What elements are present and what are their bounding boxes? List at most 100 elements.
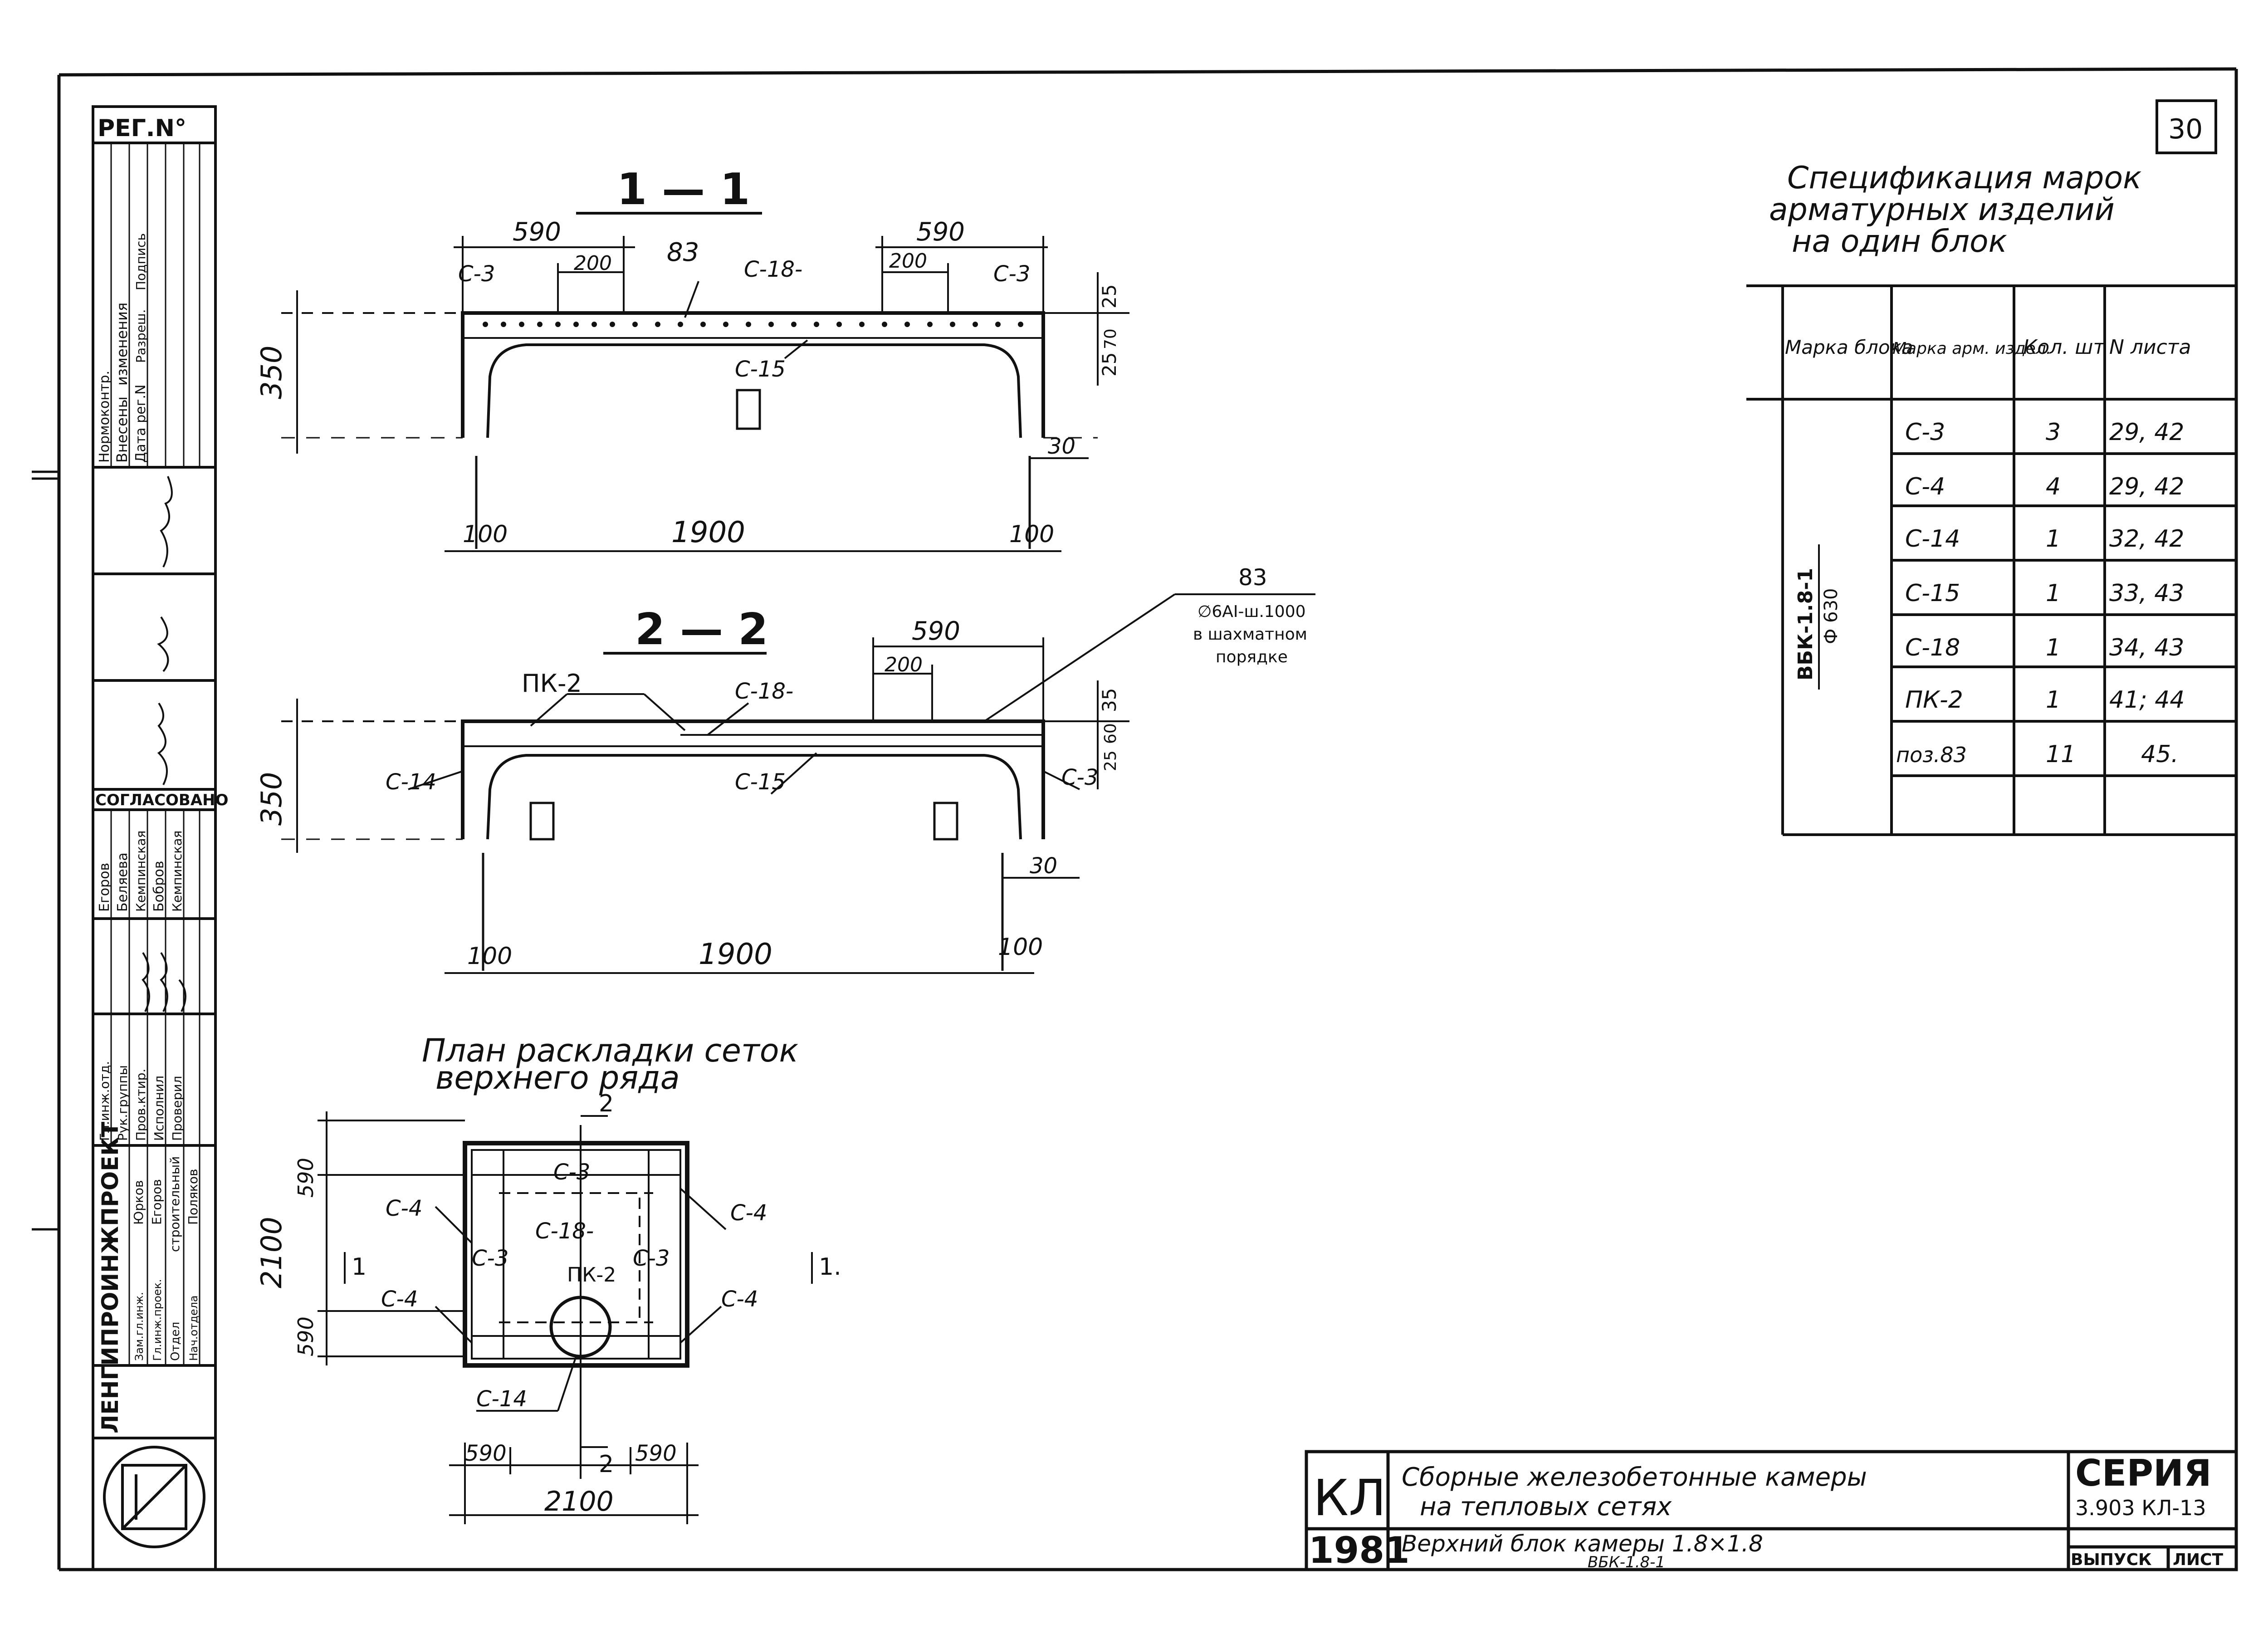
spec-title-2: арматурных изделий <box>1769 192 2115 228</box>
dim-right-25: 25 <box>1101 750 1120 771</box>
title-block: КЛ 1981 Сборные железобетонные камеры на… <box>1305 1450 2238 1571</box>
spec-row-1-mark: С-3 <box>1905 419 1945 446</box>
spec-row-6-mark: ПК-2 <box>1905 686 1963 714</box>
offset-30: 30 <box>1030 853 1057 879</box>
cut-label-left: 1 <box>352 1253 367 1281</box>
dim-100-right: 100 <box>998 934 1043 961</box>
left-stamp-strip: РЕГ.N° Нормоконтр. Внесены Дата рег.N из… <box>92 105 229 1571</box>
changes-header-3: Дата рег.N <box>133 385 149 463</box>
label-c15: С-15 <box>735 769 786 795</box>
plan-label-c3-left: С-3 <box>472 1246 508 1271</box>
tb-year: 1981 <box>1309 1529 1410 1571</box>
cut-label-bottom: 2 <box>599 1451 614 1478</box>
spec-row-3-mark: С-14 <box>1905 525 1960 553</box>
plan-dim-590-bottom: 590 <box>293 1316 318 1356</box>
dept-name-4: Поляков <box>186 1169 200 1225</box>
dept-name-3: строительный <box>167 1156 182 1252</box>
dim-right-25b: 25 <box>1098 352 1120 377</box>
dept-name-2: Егоров <box>149 1179 164 1225</box>
tb-sheet-label: ЛИСТ <box>2173 1551 2223 1569</box>
tick-marks <box>32 470 59 1231</box>
spec-row-3-sheets: 32, 42 <box>2109 525 2184 553</box>
cut-label-top: 2 <box>599 1090 614 1117</box>
changes-header-4: изменения <box>113 303 131 386</box>
role-3: Пров.ктир. <box>133 1069 148 1141</box>
approver-1: Егоров <box>97 863 112 912</box>
dim-right-35: 35 <box>1098 688 1120 712</box>
dim-1900: 1900 <box>671 516 745 549</box>
spec-row-2-sheets: 29, 42 <box>2109 473 2184 500</box>
spec-row-7-qty: 11 <box>2046 741 2076 768</box>
height-350: 350 <box>255 346 288 399</box>
plan-layout: План раскладки сеток верхнего ряда <box>255 1032 841 1524</box>
approver-5: Кемпинская <box>170 831 185 912</box>
label-c15: С-15 <box>735 357 786 382</box>
tb-subtitle-2: ВБК-1.8-1 <box>1588 1553 1665 1571</box>
spec-header-sheets: N листа <box>2109 336 2191 359</box>
plan-label-c18: С-18- <box>535 1218 594 1244</box>
rebar-dots-1 <box>483 322 1023 327</box>
role-4: Исполнил <box>152 1076 166 1141</box>
plan-dim-2100-bottom: 2100 <box>544 1486 614 1517</box>
plan-label-pk2: ПК-2 <box>567 1263 616 1287</box>
dim-100-right: 100 <box>1009 521 1054 548</box>
changes-header-2: Внесены <box>113 396 131 463</box>
tb-series-label: СЕРИЯ <box>2075 1452 2212 1494</box>
signature-2 <box>157 616 169 672</box>
section-1-1-title: 1 — 1 <box>617 165 750 215</box>
spec-row-4-qty: 1 <box>2046 580 2061 607</box>
plan-dim-590-bl: 590 <box>465 1441 507 1466</box>
note-line-1: ∅6АI-ш.1000 <box>1198 602 1306 621</box>
spec-header-qty: Кол. шт <box>2023 336 2106 359</box>
dim-1900: 1900 <box>699 938 772 971</box>
role-2: Рук.группы <box>115 1065 130 1141</box>
tb-title-1: Сборные железобетонные камеры <box>1402 1463 1867 1492</box>
spec-row-4-sheets: 33, 43 <box>2109 580 2184 607</box>
dept-role-4: Нач.отдела <box>187 1295 200 1361</box>
height-350: 350 <box>255 772 288 826</box>
label-c3-left: С-3 <box>458 261 495 287</box>
plan-label-c3-top: С-3 <box>553 1159 590 1185</box>
dim-200-right: 200 <box>889 250 927 273</box>
dept-role-2: Гл.инж.проек. <box>151 1279 164 1361</box>
note-line-2: в шахматном <box>1193 625 1307 644</box>
spec-row-5-sheets: 34, 43 <box>2109 634 2184 661</box>
spec-header-mark: Марка арм. издел. <box>1892 339 2051 358</box>
spec-block-mark: ВБК-1.8-1 <box>1794 568 1817 680</box>
specification-table: Спецификация марок арматурных изделий на… <box>1746 160 2236 836</box>
plan-label-c4-ur: С-4 <box>730 1200 767 1226</box>
note-ref-83: 83 <box>1238 564 1267 591</box>
spec-header-block: Марка блока <box>1785 336 1913 358</box>
spec-row-1-sheets: 29, 42 <box>2109 419 2184 446</box>
plan-title-1: План раскладки сеток <box>422 1032 798 1069</box>
dept-role-1: Зам.гл.инж. <box>133 1292 146 1361</box>
label-c18: С-18- <box>735 679 793 704</box>
approved-label: СОГЛАСОВАНО <box>95 791 229 809</box>
dim-83: 83 <box>667 238 699 267</box>
tb-release-label: ВЫПУСК <box>2071 1551 2151 1569</box>
offset-30: 30 <box>1048 434 1075 459</box>
plan-title-2: верхнего ряда <box>435 1059 680 1096</box>
section-1-1: 1 — 1 <box>255 165 1129 552</box>
signature-4 <box>142 952 186 1012</box>
tb-title-2: на тепловых сетях <box>1420 1492 1672 1521</box>
changes-header-6: Разреш. <box>133 309 148 363</box>
page-number-box: 30 <box>2156 99 2217 154</box>
dim-200: 200 <box>885 653 923 676</box>
dim-200-left: 200 <box>574 252 612 275</box>
approver-4: Бобров <box>151 861 167 912</box>
tb-series: 3.903 КЛ-13 <box>2075 1496 2206 1520</box>
label-pk2: ПК-2 <box>522 669 582 698</box>
plan-dim-590-top: 590 <box>293 1158 318 1198</box>
plan-label-c4-lr: С-4 <box>721 1287 758 1312</box>
dim-100-left: 100 <box>463 521 508 548</box>
dim-100-left: 100 <box>467 943 512 970</box>
spec-row-4-mark: С-15 <box>1905 580 1960 607</box>
spec-row-2-mark: С-4 <box>1905 473 1945 500</box>
svg-text:30: 30 <box>2168 113 2203 145</box>
plan-dim-590-br: 590 <box>635 1441 677 1466</box>
dim-right-70: 70 <box>1101 328 1120 349</box>
changes-header-5: Подпись <box>133 233 148 290</box>
label-c3-right: С-3 <box>993 261 1030 287</box>
